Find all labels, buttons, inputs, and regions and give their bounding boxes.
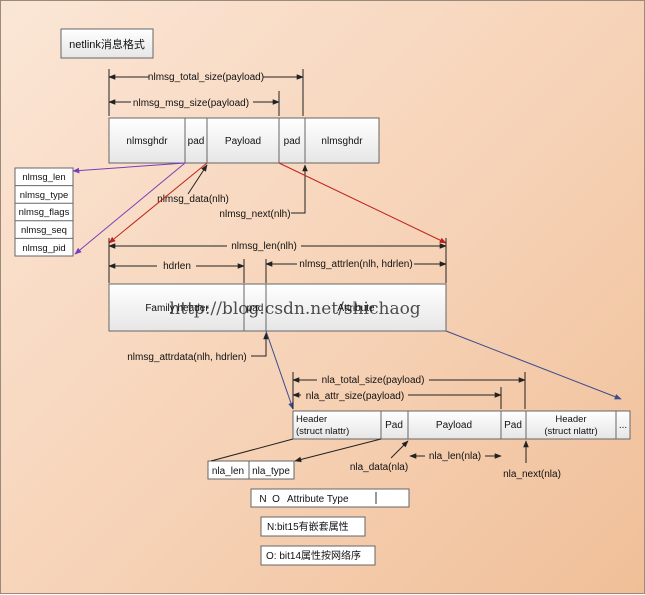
nlmsg-next-pointer: nlmsg_next(nlh): [219, 164, 308, 220]
header-field-item: nlmsg_len: [22, 172, 65, 183]
payload-pad-label: pad: [247, 303, 264, 314]
nla-len-label: nla_len(nla): [429, 451, 481, 462]
note-n: N:bit15有嵌套属性: [260, 516, 366, 537]
nla-attr-size-dimension: nla_attr_size(payload): [292, 387, 502, 409]
msg-cell-label: nlmsghdr: [321, 136, 363, 147]
nlmsg-attrdata-label: nlmsg_attrdata(nlh, hdrlen): [127, 352, 247, 363]
nlmsg-attrlen-dimension: nlmsg_attrlen(nlh, hdrlen): [265, 259, 447, 283]
attr-payload-label: Payload: [436, 420, 472, 431]
header-field-item: nlmsg_type: [20, 190, 69, 201]
red-arrow-left: [108, 162, 208, 244]
nla-field-connector-left: [210, 438, 294, 462]
purple-arrow-bottom: [74, 162, 186, 255]
title-text: netlink消息格式: [69, 37, 145, 51]
attribute-cell: [265, 283, 447, 332]
blue-arrow-left: [265, 330, 294, 410]
attr-header-label: Header: [296, 414, 327, 425]
nla-data-pointer: nla_data(nla): [350, 440, 409, 473]
nlmsg-total-size-dimension: nlmsg_total_size(payload): [108, 69, 304, 116]
header-fields-list: nlmsg_len nlmsg_type nlmsg_flags nlmsg_s…: [14, 167, 74, 257]
title-box: netlink消息格式: [60, 28, 154, 59]
msg-cell-nlmsghdr: [108, 117, 186, 164]
family-header-label: Family header: [145, 303, 209, 314]
attr-ellipsis-cell: [615, 410, 631, 440]
attr-ellipsis-label: ...: [619, 420, 627, 431]
attr-pad1-label: Pad: [385, 420, 403, 431]
nlmsg-msg-size-dimension: nlmsg_msg_size(payload): [108, 91, 280, 116]
msg-cell-pad2: [278, 117, 306, 164]
note-o: O: bit14属性按网络序: [260, 545, 376, 566]
nla-total-size-dimension: nla_total_size(payload): [292, 372, 526, 409]
header-field-item: nlmsg_pid: [22, 243, 65, 254]
attr-pad2-label: Pad: [504, 420, 522, 431]
nla-data-label: nla_data(nla): [350, 462, 408, 473]
nlmsg-total-size-label: nlmsg_total_size(payload): [148, 72, 264, 83]
nla-len-dimension: nla_len(nla): [409, 451, 502, 462]
blue-arrow-right: [445, 330, 622, 400]
note-n-text: N:bit15有嵌套属性: [267, 520, 349, 533]
attribute-label: Attribute: [337, 303, 375, 314]
purple-arrow-top: [72, 162, 186, 174]
nla-next-label: nla_next(nla): [503, 469, 561, 480]
msg-cell-nlmsghdr2: [304, 117, 380, 164]
attr-header-cell: [292, 410, 382, 440]
note-o-text: O: bit14属性按网络序: [266, 549, 361, 562]
payload-row: Family header pad Attribute: [108, 283, 447, 332]
message-row: nlmsghdr pad Payload pad nlmsghdr: [108, 117, 380, 164]
nlmsg-data-pointer: nlmsg_data(nlh): [157, 164, 229, 205]
family-header-cell: [108, 283, 245, 332]
hdrlen-dimension: hdrlen: [108, 259, 245, 283]
nlmsg-next-label: nlmsg_next(nlh): [219, 209, 290, 220]
nla-field-connector-right: [294, 438, 382, 463]
attr-header-label: (struct nlattr): [296, 426, 349, 437]
msg-cell-label: pad: [284, 136, 301, 147]
nla-field-item: nla_type: [252, 466, 290, 477]
nla-field-item: nla_len: [212, 466, 244, 477]
attr-header2-label: (struct nlattr): [544, 426, 597, 437]
hdrlen-label: hdrlen: [163, 261, 191, 272]
type-label: Attribute Type: [287, 494, 349, 505]
nla-total-size-label: nla_total_size(payload): [322, 375, 425, 386]
attr-header2-cell: [525, 410, 617, 440]
header-field-item: nlmsg_flags: [19, 207, 70, 218]
red-arrow-right: [278, 162, 447, 244]
msg-cell-label: nlmsghdr: [126, 136, 168, 147]
nlmsg-len-dimension: nlmsg_len(nlh): [108, 238, 447, 283]
msg-cell-label: Payload: [225, 136, 261, 147]
nla-attr-size-label: nla_attr_size(payload): [306, 391, 404, 402]
attr-pad1-cell: [380, 410, 409, 440]
type-o-flag: O: [272, 494, 280, 505]
nla-fields: nla_len nla_type: [207, 460, 295, 480]
nlmsg-len-label: nlmsg_len(nlh): [231, 241, 297, 252]
attribute-type-box: N O Attribute Type: [250, 488, 410, 508]
attr-payload-cell: [407, 410, 502, 440]
nlmsg-attrdata-pointer: nlmsg_attrdata(nlh, hdrlen): [127, 332, 269, 363]
msg-cell-label: pad: [188, 136, 205, 147]
attr-header2-label: Header: [555, 414, 586, 425]
nlmsg-data-label: nlmsg_data(nlh): [157, 194, 229, 205]
type-n-flag: N: [259, 494, 266, 505]
nlmsg-attrlen-label: nlmsg_attrlen(nlh, hdrlen): [299, 259, 412, 270]
header-field-item: nlmsg_seq: [21, 225, 67, 236]
watermark-text: http://blog.csdn.net/shichaog: [169, 299, 421, 319]
msg-cell-payload: [206, 117, 280, 164]
nlmsg-msg-size-label: nlmsg_msg_size(payload): [133, 98, 249, 109]
attr-row: Header (struct nlattr) Pad Payload Pad H…: [292, 410, 631, 440]
nla-next-pointer: nla_next(nla): [503, 440, 561, 480]
